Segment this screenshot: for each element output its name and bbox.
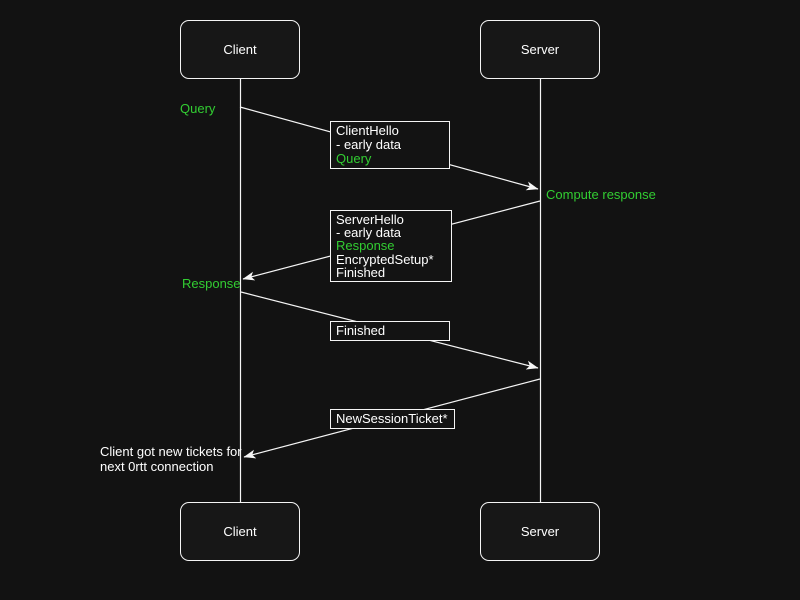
actor-box-client-bottom: Client (180, 502, 300, 561)
actor-box-server-bottom: Server (480, 502, 600, 561)
message-line: - early data (336, 225, 402, 241)
message-line: NewSessionTicket* (336, 411, 448, 426)
note-new-tickets: Client got new tickets for next 0rtt con… (100, 444, 242, 474)
message-box-newsessionticket: NewSessionTicket* (330, 409, 455, 429)
message-line: EncryptedSetup* (336, 251, 434, 267)
message-line: ServerHello (336, 212, 404, 227)
actor-label-server-top: Server (520, 42, 560, 57)
label-response: Response (182, 276, 241, 291)
actor-label-server-bottom: Server (520, 524, 560, 539)
message-box-serverhello: ServerHello - early data Response Encryp… (330, 210, 452, 283)
actor-box-server-top: Server (480, 20, 600, 79)
message-box-clienthello: ClientHello - early data Query (330, 121, 450, 169)
note-line: Client got new tickets for (100, 444, 242, 459)
actor-box-client-top: Client (180, 20, 300, 79)
label-query: Query (180, 101, 216, 116)
message-line: Query (336, 151, 372, 166)
actor-label-client-bottom: Client (223, 524, 257, 539)
message-line: Finished (336, 323, 386, 338)
note-line: next 0rtt connection (100, 459, 214, 474)
message-line: ClientHello (336, 123, 399, 138)
label-compute-response: Compute response (546, 187, 656, 202)
message-line: Response (336, 238, 395, 254)
message-line: Finished (336, 264, 386, 280)
message-line: - early data (336, 137, 402, 152)
message-box-finished: Finished (330, 321, 450, 341)
actor-label-client-top: Client (223, 42, 257, 57)
